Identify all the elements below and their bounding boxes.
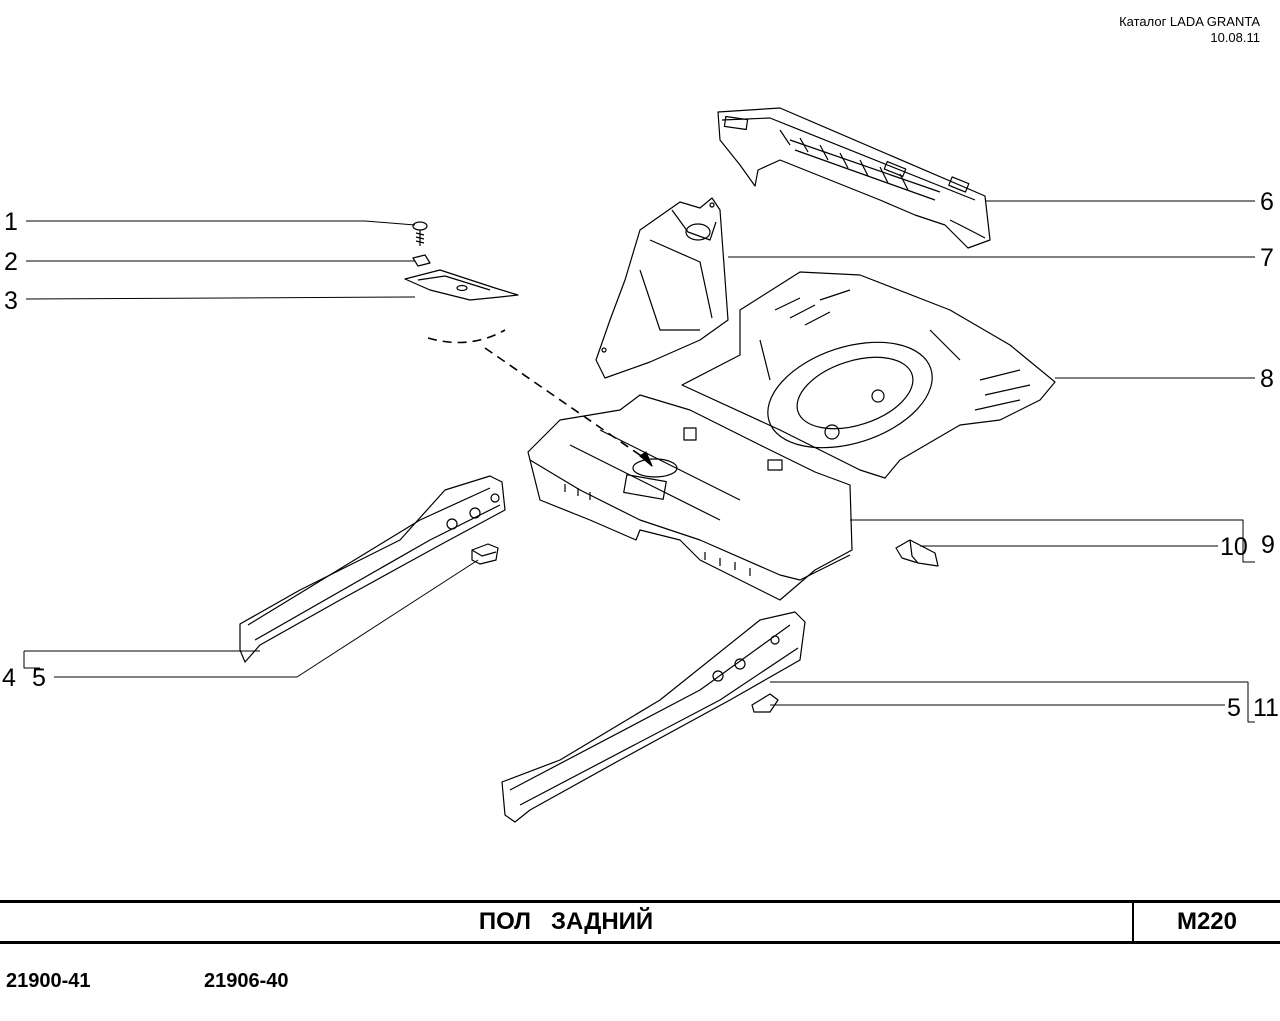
callout-2: 2 (4, 248, 18, 276)
footer-separator (1132, 900, 1134, 944)
catalog-header: Каталог LADA GRANTA (1119, 14, 1260, 29)
callout-6: 6 (1260, 188, 1274, 216)
assembly-path (427, 329, 651, 463)
callout-9: 9 (1261, 531, 1275, 559)
footer-top-rule (0, 900, 1280, 903)
part-clip (412, 254, 431, 267)
part-rear-panel (717, 107, 991, 249)
catalog-date: 10.08.11 (1210, 30, 1260, 45)
part-right-sill (501, 611, 806, 823)
model-code: 21900-41 (6, 970, 91, 992)
part-rear-floor (527, 394, 853, 601)
section-code: M220 (1176, 908, 1238, 935)
part-trunk-floor (681, 271, 1056, 479)
part-wheel-arch (595, 197, 729, 379)
model-code: 21906-40 (204, 970, 289, 992)
leader-lines (23, 200, 1255, 723)
part-block-5 (471, 543, 499, 565)
callout-8: 8 (1260, 365, 1274, 393)
part-left-sill (239, 475, 506, 663)
callout-5b: 5 (1227, 694, 1241, 722)
callout-3: 3 (4, 287, 18, 315)
footer-bottom-rule (0, 941, 1280, 944)
section-title: ПОЛ ЗАДНИЙ (478, 908, 654, 935)
callout-7: 7 (1260, 244, 1274, 272)
part-screw (412, 221, 428, 246)
callout-10: 10 (1220, 533, 1248, 561)
callout-1: 1 (4, 208, 18, 236)
part-plate (404, 269, 519, 301)
part-bracket-10 (895, 539, 939, 567)
callout-4: 4 (2, 664, 16, 692)
callout-11: 11 (1253, 694, 1279, 722)
exploded-parts-diagram: 1 2 3 4 5 6 7 8 9 10 5 11 (2, 107, 1279, 823)
callout-5: 5 (32, 664, 46, 692)
part-clip-5-right (751, 693, 779, 713)
